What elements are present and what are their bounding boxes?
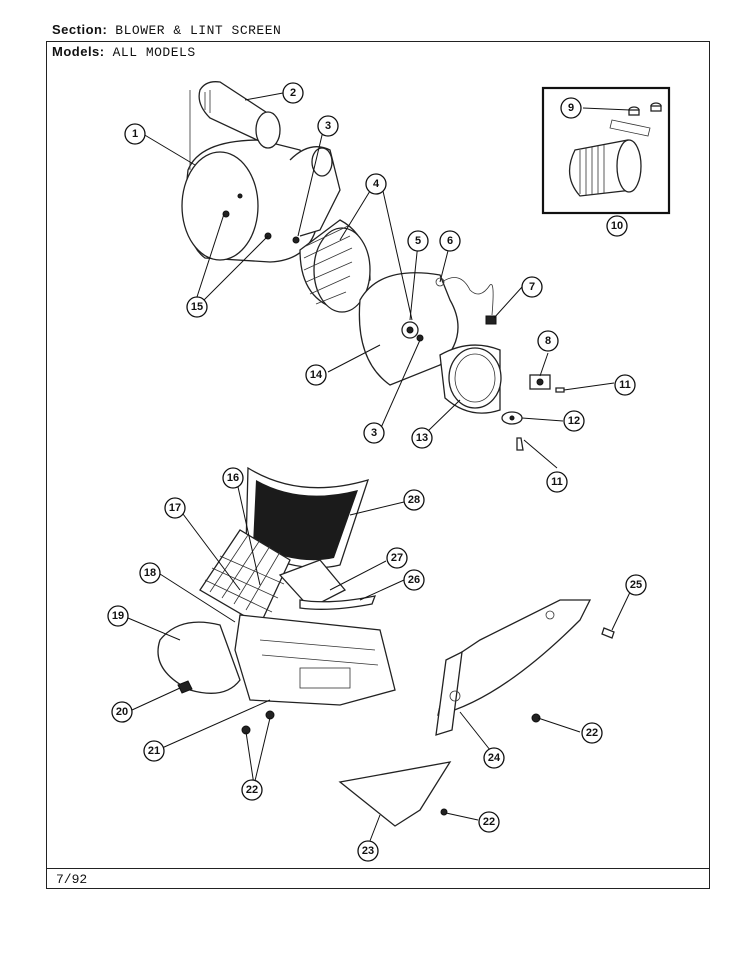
svg-text:3: 3	[371, 427, 377, 439]
part-25-screw	[601, 627, 615, 639]
callout-3-lower: 3	[363, 422, 385, 444]
callout-26: 26	[403, 569, 425, 591]
models-value: ALL MODELS	[112, 45, 196, 60]
part-21-lint-housing	[234, 614, 396, 706]
svg-text:24: 24	[488, 752, 501, 764]
part-9-screws-inset	[628, 102, 662, 116]
svg-text:21: 21	[148, 745, 160, 757]
part-8-thermostat	[529, 374, 551, 390]
svg-text:26: 26	[408, 574, 420, 586]
callout-1: 1	[124, 123, 146, 145]
callout-23: 23	[357, 840, 379, 862]
callout-5: 5	[407, 230, 429, 252]
part-28-lint-screen	[245, 466, 370, 569]
svg-text:18: 18	[144, 567, 156, 579]
callout-9: 9	[560, 97, 582, 119]
callout-22-bottom: 22	[478, 811, 500, 833]
svg-text:9: 9	[568, 102, 574, 114]
callout-16: 16	[222, 467, 244, 489]
svg-text:22: 22	[246, 784, 258, 796]
part-2-capacitor	[198, 81, 281, 149]
svg-text:16: 16	[227, 472, 239, 484]
part-20-clip	[177, 680, 193, 694]
svg-text:1: 1	[132, 128, 138, 140]
callout-8: 8	[537, 330, 559, 352]
svg-text:2: 2	[290, 87, 296, 99]
lead-lines	[127, 92, 633, 847]
svg-text:22: 22	[586, 727, 598, 739]
callout-25: 25	[625, 574, 647, 596]
svg-text:13: 13	[416, 432, 428, 444]
section-title: Section: BLOWER & LINT SCREEN	[52, 22, 281, 38]
callout-21: 21	[143, 740, 165, 762]
svg-text:23: 23	[362, 845, 374, 857]
callout-20: 20	[111, 701, 133, 723]
callout-22-right: 22	[581, 722, 603, 744]
svg-text:11: 11	[619, 379, 631, 391]
callout-13: 13	[411, 427, 433, 449]
svg-text:20: 20	[116, 706, 128, 718]
callout-10: 10	[606, 215, 628, 237]
callout-17: 17	[164, 497, 186, 519]
section-value: BLOWER & LINT SCREEN	[115, 23, 282, 38]
part-10-blower-wheel-inset	[568, 119, 651, 197]
svg-text:7: 7	[529, 281, 535, 293]
svg-text:3: 3	[325, 120, 331, 132]
part-24-cover-plate	[435, 599, 592, 736]
callout-11-upper: 11	[614, 374, 636, 396]
inset-box	[541, 86, 671, 215]
callout-11-lower: 11	[546, 471, 568, 493]
svg-text:15: 15	[191, 301, 203, 313]
svg-text:28: 28	[408, 494, 420, 506]
callout-24: 24	[483, 747, 505, 769]
callout-14: 14	[305, 364, 327, 386]
part-23-baffle	[338, 761, 452, 827]
diagram-frame	[46, 41, 710, 889]
part-17-lint-grill	[199, 529, 291, 626]
part-13-duct-ring	[439, 344, 502, 414]
part-19-lint-duct	[157, 621, 241, 694]
svg-text:10: 10	[611, 220, 623, 232]
callout-15: 15	[186, 296, 208, 318]
part-6-wire	[441, 277, 497, 325]
callout-3-upper: 3	[317, 115, 339, 137]
callout-2: 2	[282, 82, 304, 104]
svg-text:14: 14	[310, 369, 323, 381]
callout-7: 7	[521, 276, 543, 298]
svg-text:11: 11	[551, 476, 563, 488]
svg-text:17: 17	[169, 502, 181, 514]
models-label: Models:	[52, 44, 105, 59]
svg-text:6: 6	[447, 235, 453, 247]
svg-text:22: 22	[483, 816, 495, 828]
footer-divider	[46, 868, 710, 869]
section-label: Section:	[52, 22, 108, 37]
part-26-gasket	[299, 595, 377, 610]
part-4-blower-wheel	[292, 219, 371, 313]
callout-18: 18	[139, 562, 161, 584]
svg-text:4: 4	[373, 178, 380, 190]
svg-text:12: 12	[568, 415, 580, 427]
callout-4: 4	[365, 173, 387, 195]
revision-date: 7/92	[56, 872, 88, 887]
callout-6: 6	[439, 230, 461, 252]
svg-text:8: 8	[545, 335, 551, 347]
callout-12: 12	[563, 410, 585, 432]
part-27-housing-top	[278, 559, 347, 609]
svg-text:5: 5	[415, 235, 421, 247]
part-11-screws	[516, 387, 565, 451]
part-1-motor	[181, 90, 321, 263]
svg-text:25: 25	[630, 579, 642, 591]
callout-28: 28	[403, 489, 425, 511]
models-title: Models: ALL MODELS	[52, 44, 196, 60]
part-1-mount-bracket	[289, 146, 341, 237]
part-12-bracket	[501, 411, 523, 425]
callout-22-left: 22	[241, 779, 263, 801]
svg-text:27: 27	[391, 552, 403, 564]
svg-text:19: 19	[112, 610, 124, 622]
callout-27: 27	[386, 547, 408, 569]
callout-19: 19	[107, 605, 129, 627]
